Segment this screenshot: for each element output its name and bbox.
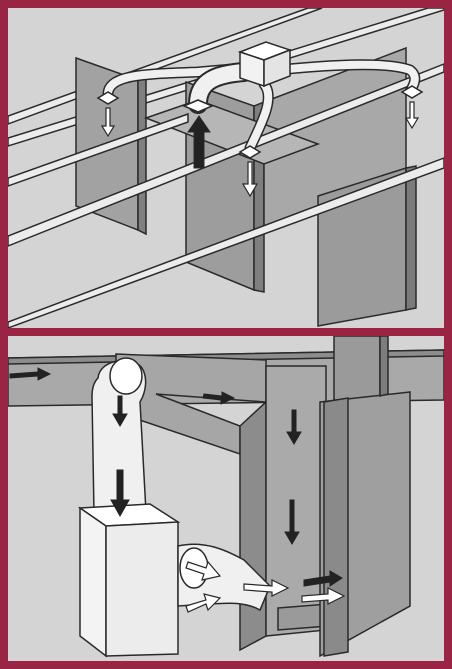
furnace-box-icon (80, 504, 178, 656)
chase-upper-edge (380, 336, 388, 396)
basement-furnace-diagram (8, 336, 444, 661)
duct-elbow-opening (110, 358, 142, 394)
unit-box-icon (240, 42, 290, 86)
wall-panel-right-front-edge (406, 166, 416, 310)
panel-attic-duct-system (8, 8, 444, 328)
chase-side (324, 398, 348, 656)
panel-basement-furnace-system (8, 336, 444, 661)
furnace-left (80, 508, 106, 656)
attic-duct-diagram (8, 8, 444, 328)
wall-panel-left-edge (138, 78, 146, 234)
chase-upper (334, 336, 380, 400)
furnace-front (106, 522, 178, 656)
plenum-drop-side (240, 402, 266, 650)
